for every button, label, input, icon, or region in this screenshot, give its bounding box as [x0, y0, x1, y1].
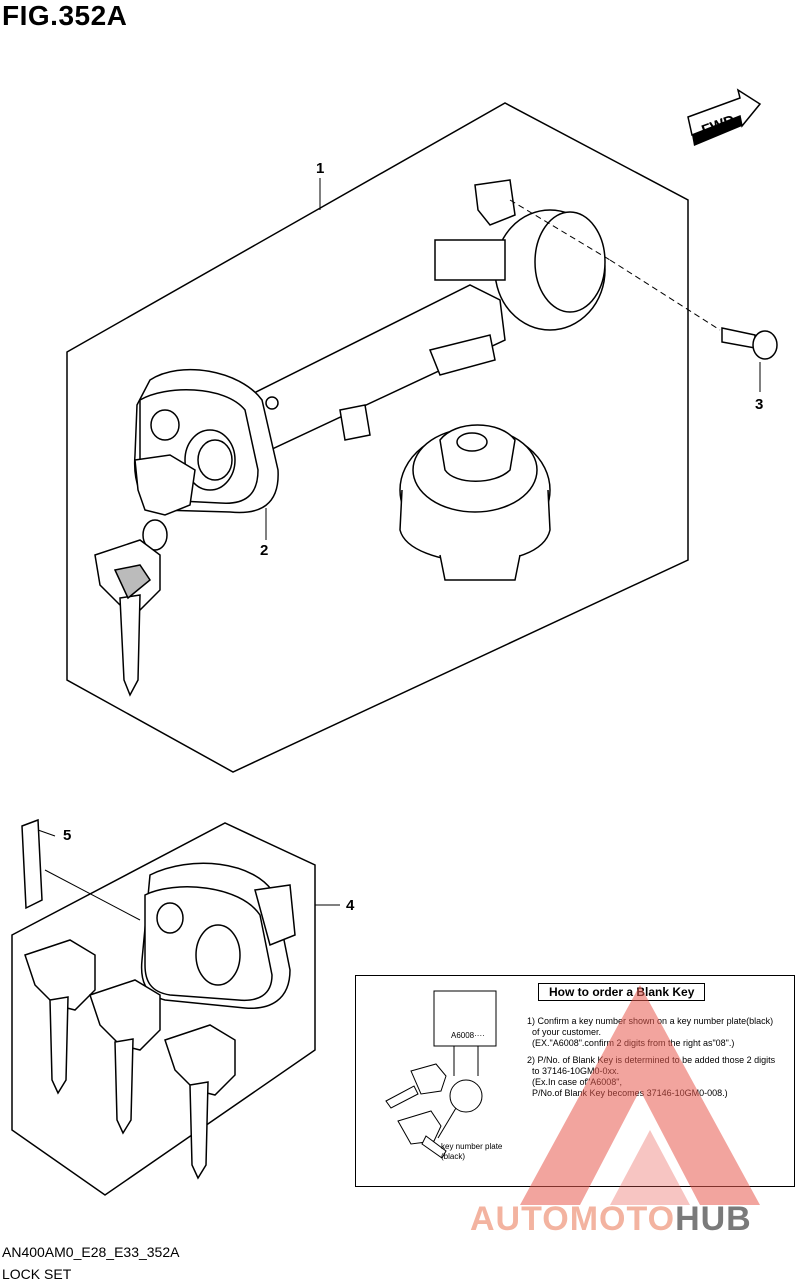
keys-illustration — [24, 939, 236, 1180]
lock-housing-illustration — [140, 862, 296, 1009]
callout-2: 2 — [260, 542, 269, 559]
fuel-cap-illustration — [399, 424, 551, 581]
callout-4: 4 — [346, 897, 355, 914]
callout-1: 1 — [316, 160, 325, 177]
screw-illustration — [721, 327, 778, 360]
key-plate-illustration — [21, 818, 56, 910]
callout-5: 5 — [63, 827, 72, 844]
key-pair-illustration — [94, 454, 196, 697]
kit-1-frame — [66, 102, 689, 773]
watermark-text: AUTOMOTOHUB — [470, 1200, 752, 1238]
ignition-switch-illustration — [133, 179, 721, 514]
plate-caption: key number plate (black) — [441, 1142, 503, 1161]
kit-4-frame — [11, 822, 316, 1196]
plate-number-text: A6008···· — [451, 1031, 485, 1040]
blank-key-illustration — [385, 990, 497, 1159]
diagram-code: AN400AM0_E28_E33_352A — [2, 1244, 180, 1260]
figure-title: FIG.352A — [2, 0, 128, 31]
blank-key-heading: How to order a Blank Key — [538, 983, 706, 1001]
callout-3: 3 — [755, 396, 764, 413]
diagram-name: LOCK SET — [2, 1266, 72, 1282]
